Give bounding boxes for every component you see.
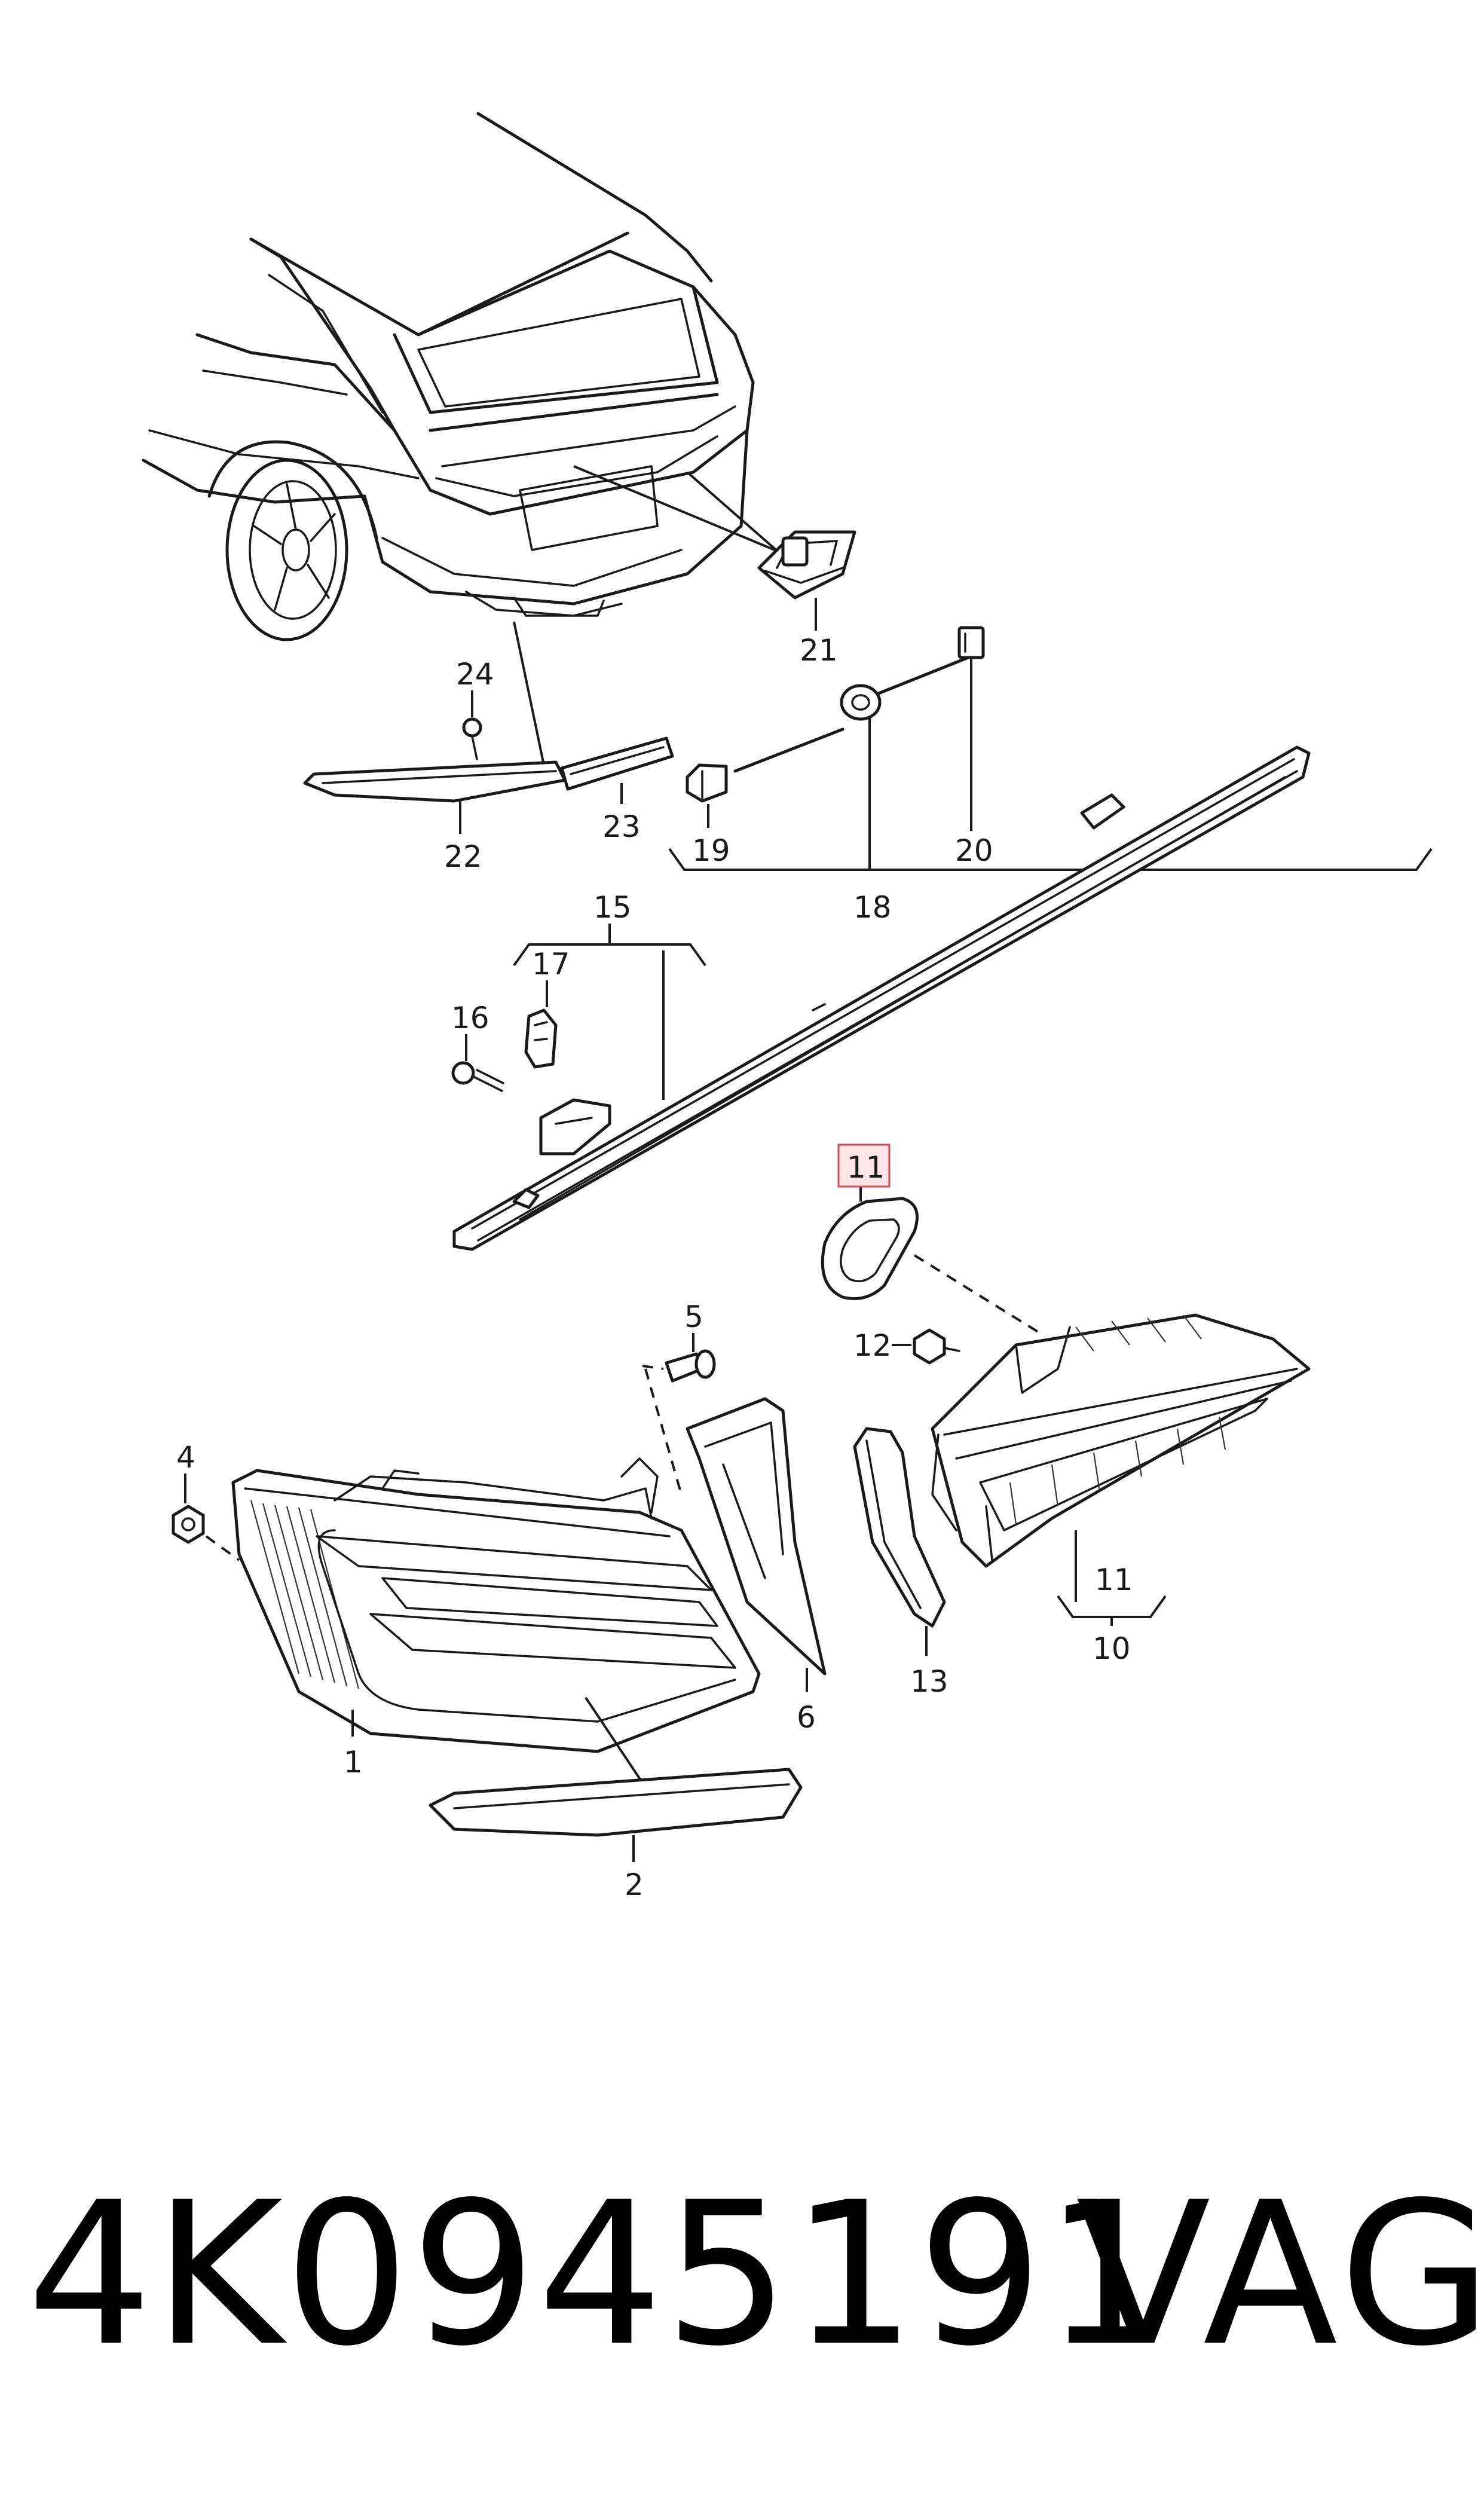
part-11-gasket — [821, 1187, 1041, 1334]
part-15-rear-light-strip — [452, 745, 1311, 1251]
callout-11-highlight — [837, 1144, 891, 1188]
brand-text: VAG — [1076, 2160, 1484, 2389]
callout-10: 10 — [1093, 1631, 1131, 1666]
callout-5: 5 — [684, 1300, 703, 1334]
callout-21: 21 — [800, 633, 838, 668]
part-6-seal — [686, 1397, 827, 1692]
part-12-nut — [892, 1328, 960, 1365]
part-1-outer-tail-light — [231, 1457, 761, 1789]
callout-13: 13 — [910, 1664, 948, 1699]
part-20-connector — [957, 626, 985, 831]
part-24-screw — [462, 690, 482, 760]
part-22-reflector-strip — [303, 760, 567, 834]
part-17-clip — [524, 980, 558, 1069]
part-23-reflector — [560, 736, 674, 804]
callout-12: 12 — [853, 1328, 892, 1363]
callout-22: 22 — [444, 839, 482, 874]
callout-20: 20 — [955, 833, 993, 868]
callout-24: 24 — [456, 657, 494, 692]
part-10-inner-tail-light — [931, 1313, 1311, 1626]
callout-11-group: 11 — [1095, 1563, 1133, 1597]
callout-16: 16 — [451, 1001, 489, 1035]
callout-4: 4 — [176, 1440, 195, 1475]
callout-15: 15 — [593, 890, 632, 925]
part-16-screw — [451, 1034, 504, 1092]
part-21-license-plate-light — [757, 530, 856, 631]
part-4-nut — [172, 1473, 240, 1561]
part-13-seal — [853, 1427, 946, 1656]
part-18-wiring-harness — [668, 656, 1433, 871]
callout-labels: 11 21 24 22 23 19 20 18 15 17 16 5 12 4 … — [176, 633, 1133, 1902]
callout-2: 2 — [625, 1867, 644, 1902]
callout-1: 1 — [344, 1745, 363, 1780]
part-number-text: 4K0945191 — [27, 2160, 1171, 2389]
callout-17: 17 — [532, 947, 570, 982]
part-5-screw — [642, 1333, 716, 1495]
callout-18: 18 — [853, 890, 892, 925]
callout-23: 23 — [602, 809, 641, 844]
callout-19: 19 — [692, 833, 730, 868]
callout-6: 6 — [797, 1700, 816, 1735]
car-rear-illustration — [142, 112, 790, 766]
part-19-connector — [686, 763, 728, 828]
part-2-lower-reflector — [429, 1768, 803, 1862]
callout-11-gasket: 11 — [847, 1150, 885, 1185]
